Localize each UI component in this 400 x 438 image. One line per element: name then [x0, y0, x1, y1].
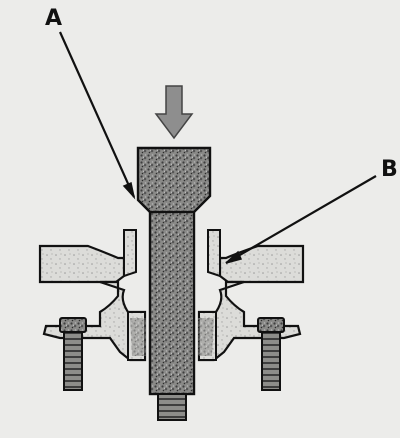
callout-leader-b — [225, 175, 377, 264]
press-arrow-icon — [154, 85, 194, 140]
callout-leader-a — [58, 31, 136, 200]
threaded-stub — [157, 393, 187, 421]
wheel-bolt-right — [257, 317, 285, 391]
hub-flange — [38, 229, 305, 362]
wheel-bolt-left — [59, 317, 87, 391]
callout-label-b: B — [381, 157, 398, 182]
press-tool — [136, 146, 212, 214]
hub-shaft — [148, 208, 196, 396]
callout-label-a: A — [45, 6, 63, 31]
